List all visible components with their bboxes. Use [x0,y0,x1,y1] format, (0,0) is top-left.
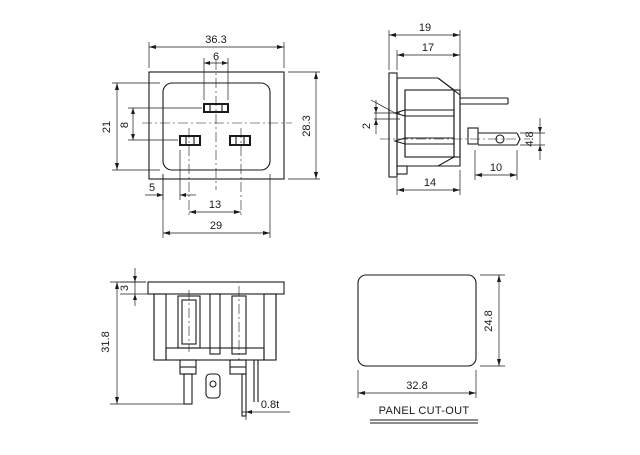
dim-flange-thickness: 2 [361,123,373,129]
dim-overall-height: 28.3 [301,115,313,136]
dim-inner-depth: 14 [424,177,436,189]
front-view: 36.3 6 28.3 21 8 5 13 [101,34,320,238]
earth-pin [203,103,229,113]
dim-cutout-height: 24.8 [483,310,495,331]
neutral-pin [229,135,251,146]
dim-terminal-length: 10 [490,162,502,174]
cutout-outline [357,274,477,367]
dim-depth-overall: 19 [419,22,431,34]
dim-depth-body: 17 [422,42,434,54]
dim-pin-spacing: 13 [209,199,221,211]
cutout-caption: PANEL CUT-OUT [379,405,470,417]
dim-body-width: 29 [210,220,222,232]
front-body-outline [162,82,271,171]
dim-terminal-thickness: 0.8t [261,399,279,411]
section-view: 3 31.8 0.8t [100,268,290,420]
dim-flange: 3 [119,285,131,291]
dim-total-height: 31.8 [100,331,112,352]
front-flange-outline [148,71,285,180]
dim-overall-width: 36.3 [205,34,226,46]
line-pin [179,135,201,146]
dim-body-height: 21 [101,121,113,133]
dim-top-pin-width: 6 [213,51,219,63]
dim-cutout-width: 32.8 [406,380,427,392]
side-view: 19 17 2 4.8 10 14 [361,22,545,195]
dim-side-offset: 5 [149,182,155,194]
panel-cutout: 24.8 32.8 PANEL CUT-OUT [357,274,505,424]
dim-terminal-width: 4.8 [524,131,536,146]
dim-pin-row-spacing: 8 [119,122,131,128]
